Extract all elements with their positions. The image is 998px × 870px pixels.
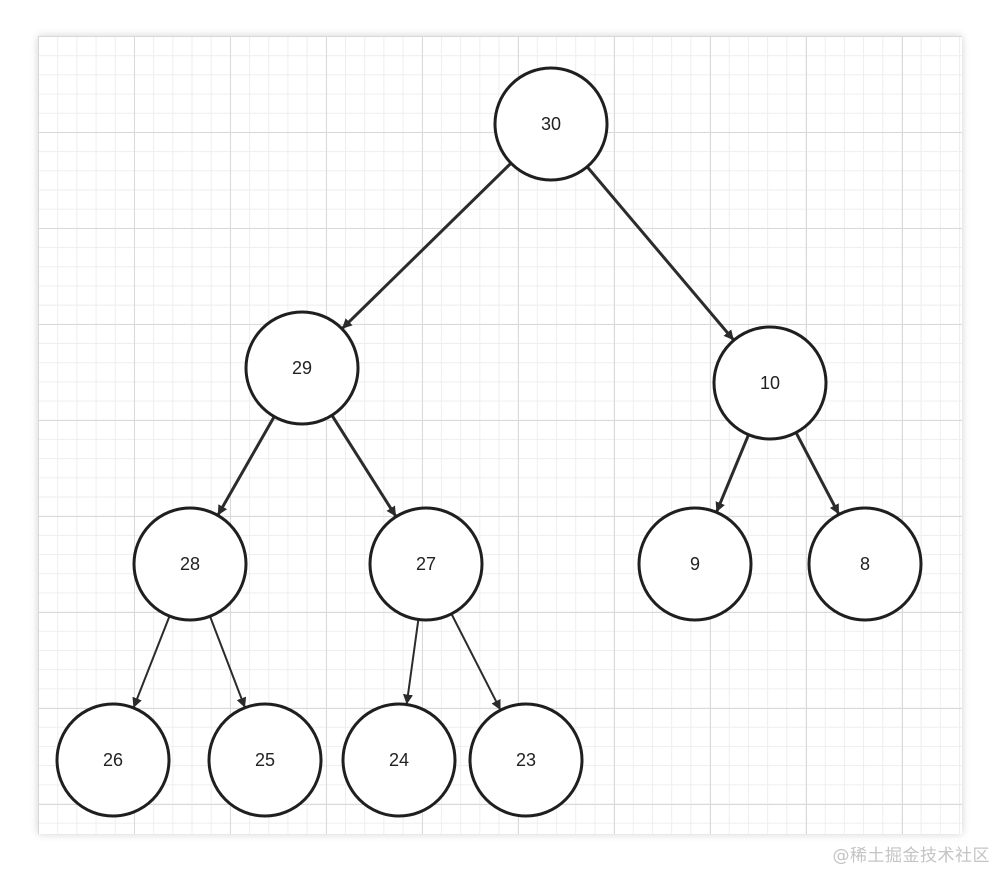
edge-n28-to-n26	[132, 615, 171, 708]
tree-node-30: 30	[493, 66, 609, 182]
tree-node-10: 10	[712, 325, 828, 441]
node-label: 28	[180, 554, 200, 574]
edge-n10-to-n8	[794, 431, 840, 515]
edge-n30-to-n10	[586, 165, 735, 341]
node-label: 8	[860, 554, 870, 574]
node-circle	[712, 325, 828, 441]
node-circle	[341, 702, 457, 818]
node-circle	[637, 506, 753, 622]
node-label: 26	[103, 750, 123, 770]
grid-canvas	[38, 36, 962, 834]
tree-node-27: 27	[368, 506, 484, 622]
node-label: 30	[541, 114, 561, 134]
node-circle	[468, 702, 584, 818]
edge-n10-to-n9	[715, 434, 750, 513]
tree-node-9: 9	[637, 506, 753, 622]
node-label: 9	[690, 554, 700, 574]
tree-node-24: 24	[341, 702, 457, 818]
edge-n27-to-n24	[403, 619, 420, 705]
edge-n28-to-n25	[209, 615, 247, 708]
node-circle	[368, 506, 484, 622]
tree-node-23: 23	[468, 702, 584, 818]
nodes-layer: 30 29 10 28 27 9 8 26 25 24 23	[55, 66, 923, 818]
node-label: 29	[292, 358, 312, 378]
node-circle	[807, 506, 923, 622]
node-circle	[244, 310, 360, 426]
edges-layer	[132, 162, 840, 711]
watermark-text: @稀土掘金技术社区	[832, 846, 990, 866]
node-circle	[55, 702, 171, 818]
tree-node-26: 26	[55, 702, 171, 818]
node-label: 10	[760, 373, 780, 393]
node-circle	[132, 506, 248, 622]
node-circle	[207, 702, 323, 818]
edge-n29-to-n27	[330, 414, 397, 517]
tree-node-28: 28	[132, 506, 248, 622]
node-label: 23	[516, 750, 536, 770]
edge-n30-to-n29	[341, 162, 513, 330]
tree-node-25: 25	[207, 702, 323, 818]
tree-node-29: 29	[244, 310, 360, 426]
tree-node-8: 8	[807, 506, 923, 622]
node-label: 24	[389, 750, 409, 770]
node-label: 25	[255, 750, 275, 770]
edge-n29-to-n28	[216, 415, 276, 516]
edge-n27-to-n23	[450, 613, 501, 711]
node-circle	[493, 66, 609, 182]
node-label: 27	[416, 554, 436, 574]
